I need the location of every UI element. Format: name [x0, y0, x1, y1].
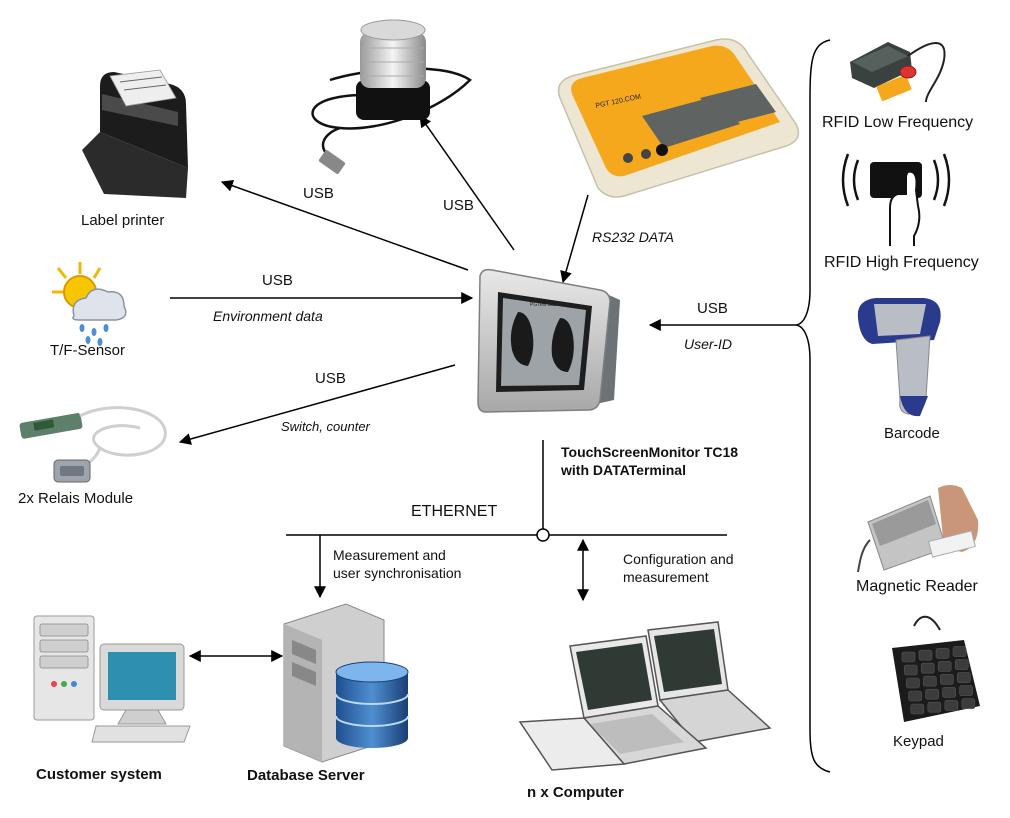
- keypad-key: [952, 646, 967, 657]
- ethernet-label: ETHERNET: [411, 503, 498, 520]
- rs232-label: RS232 DATA: [592, 229, 674, 245]
- monitor-title: TouchScreenMonitor TC18 with DATATermina…: [561, 444, 739, 478]
- arrow-to-relais: [178, 364, 456, 445]
- keypad-key: [908, 690, 922, 702]
- usb-sensor-label: USB: [262, 272, 293, 289]
- relais-module-label: 2x Relais Module: [18, 490, 134, 507]
- keypad-key: [959, 685, 973, 696]
- keypad-key: [942, 687, 956, 698]
- keypad-key: [944, 700, 959, 711]
- keypad-key: [940, 674, 954, 685]
- keypad-key: [937, 661, 952, 672]
- barcode-scanner-image: [857, 298, 941, 417]
- magnetic-reader-image: [857, 485, 979, 573]
- rfid-low-frequency-image: [850, 42, 946, 103]
- keypad-key: [923, 675, 937, 687]
- keypad-image: [892, 615, 980, 722]
- laptops-image: [518, 621, 772, 771]
- configuration-measurement-label: Configuration and measurement: [623, 551, 734, 585]
- database-server-label: Database Server: [247, 767, 365, 784]
- tf-sensor-label: T/F-Sensor: [50, 342, 126, 359]
- keypad-key: [920, 662, 935, 674]
- keypad-key: [901, 651, 916, 663]
- arrow-to-label-printer: [220, 179, 469, 271]
- monitor-screen-title: PGTest Station: [530, 302, 564, 308]
- signal-lamp-image: [311, 19, 472, 174]
- keypad-key: [927, 701, 942, 713]
- label-printer-label: Label printer: [81, 212, 165, 229]
- keypad-key: [957, 672, 971, 683]
- keypad-key: [918, 649, 933, 661]
- relais-module-image: [19, 406, 167, 483]
- barcode-label: Barcode: [884, 425, 940, 442]
- computers-label: n x Computer: [527, 784, 624, 801]
- customer-system-image: [33, 615, 191, 743]
- usb-printer-label: USB: [303, 185, 334, 202]
- switch-counter-label: Switch, counter: [281, 419, 370, 434]
- usb-relais-label: USB: [315, 370, 346, 387]
- keypad-key: [954, 659, 969, 670]
- laptop-back: [647, 621, 772, 743]
- keypad-key: [910, 703, 925, 715]
- keypad-key: [961, 698, 976, 709]
- rfid-high-label: RFID High Frequency: [824, 254, 979, 271]
- ethernet-junction: [536, 528, 550, 542]
- usb-lamp-label: USB: [443, 197, 474, 214]
- customer-system-label: Customer system: [36, 766, 162, 783]
- measurement-sync-label: Measurement and user synchronisation: [333, 547, 462, 581]
- keypad-key: [935, 648, 950, 659]
- laptop-front: [518, 635, 708, 771]
- tester-device-image: PGT 120.COM: [557, 38, 800, 198]
- rfid-low-label: RFID Low Frequency: [822, 114, 974, 131]
- environment-data-label: Environment data: [213, 308, 323, 324]
- rfid-high-frequency-image: [841, 153, 951, 246]
- usb-id-label: USB: [697, 300, 728, 317]
- connection-lines: [170, 39, 831, 773]
- keypad-key: [903, 664, 918, 676]
- arrow-to-signal-lamp: [419, 115, 515, 251]
- touchscreen-monitor-image: PGTest Station: [477, 268, 620, 413]
- magnetic-reader-label: Magnetic Reader: [856, 578, 978, 595]
- keypad-label: Keypad: [893, 733, 944, 750]
- user-id-label: User-ID: [684, 336, 732, 352]
- id-readers-brace: [795, 39, 831, 773]
- tf-sensor-weather-icon: [52, 262, 127, 346]
- database-server-image: [283, 603, 409, 763]
- label-printer-image: [82, 69, 188, 198]
- keypad-key: [906, 677, 920, 689]
- keypad-key: [925, 688, 939, 700]
- arrow-from-tester: [560, 194, 589, 284]
